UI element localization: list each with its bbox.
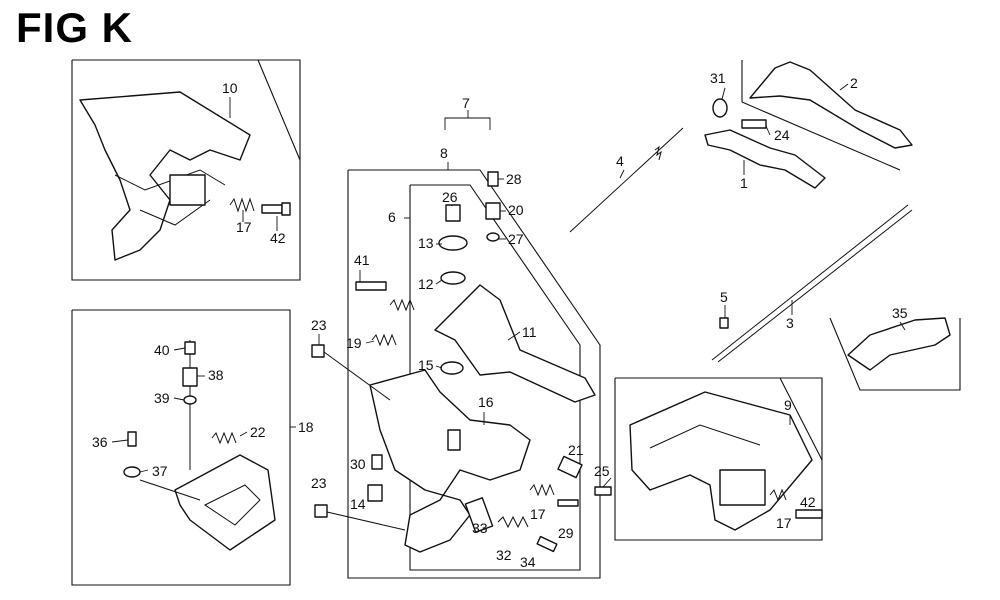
callout-42b: 42 [800, 494, 816, 510]
panel-6-8 [311, 110, 612, 579]
callout-38: 38 [208, 367, 224, 383]
callout-23b: 23 [311, 475, 327, 491]
callout-19: 19 [346, 335, 362, 351]
callout-4: 4 [616, 153, 624, 169]
callout-labels: 10 17 42 40 38 39 36 37 22 18 41 19 23 3… [92, 70, 908, 570]
callout-5: 5 [720, 289, 728, 305]
panel-10 [71, 59, 301, 281]
callout-34: 34 [520, 554, 536, 570]
callout-16: 16 [478, 394, 494, 410]
callout-22: 22 [250, 424, 266, 440]
callout-28: 28 [506, 171, 522, 187]
panel-18 [71, 309, 291, 586]
callout-40: 40 [154, 342, 170, 358]
callout-10: 10 [222, 80, 238, 96]
callout-14: 14 [350, 496, 366, 512]
callout-32: 32 [496, 547, 512, 563]
callout-36: 36 [92, 434, 108, 450]
upper-right-parts [569, 60, 961, 391]
callout-37: 37 [152, 463, 168, 479]
callout-20: 20 [508, 202, 524, 218]
callout-6: 6 [388, 209, 396, 225]
callout-33: 33 [472, 520, 488, 536]
callout-17: 17 [236, 219, 252, 235]
panel-9 [614, 377, 823, 541]
callout-2: 2 [850, 75, 858, 91]
callout-11: 11 [522, 324, 537, 340]
callout-27: 27 [508, 231, 524, 247]
callout-24: 24 [774, 127, 790, 143]
callout-13: 13 [418, 235, 434, 251]
callout-35: 35 [892, 305, 908, 321]
callout-7: 7 [462, 95, 470, 111]
figure-title: FIG K [16, 4, 133, 51]
callout-25: 25 [594, 463, 610, 479]
callout-42: 42 [270, 230, 286, 246]
callout-17b: 17 [530, 506, 546, 522]
callout-39: 39 [154, 390, 170, 406]
callout-23a: 23 [311, 317, 327, 333]
callout-41: 41 [354, 252, 370, 268]
callout-8: 8 [440, 145, 448, 161]
callout-18: 18 [298, 419, 314, 435]
callout-1: 1 [740, 175, 748, 191]
callout-9: 9 [784, 397, 792, 413]
leader-lines [111, 83, 906, 488]
callout-12: 12 [418, 276, 434, 292]
callout-3: 3 [786, 315, 794, 331]
callout-17c: 17 [776, 515, 792, 531]
callout-26: 26 [442, 189, 458, 205]
callout-30: 30 [350, 456, 366, 472]
callout-29: 29 [558, 525, 574, 541]
callout-15: 15 [418, 357, 434, 373]
callout-21: 21 [568, 442, 584, 458]
callout-31: 31 [710, 70, 726, 86]
